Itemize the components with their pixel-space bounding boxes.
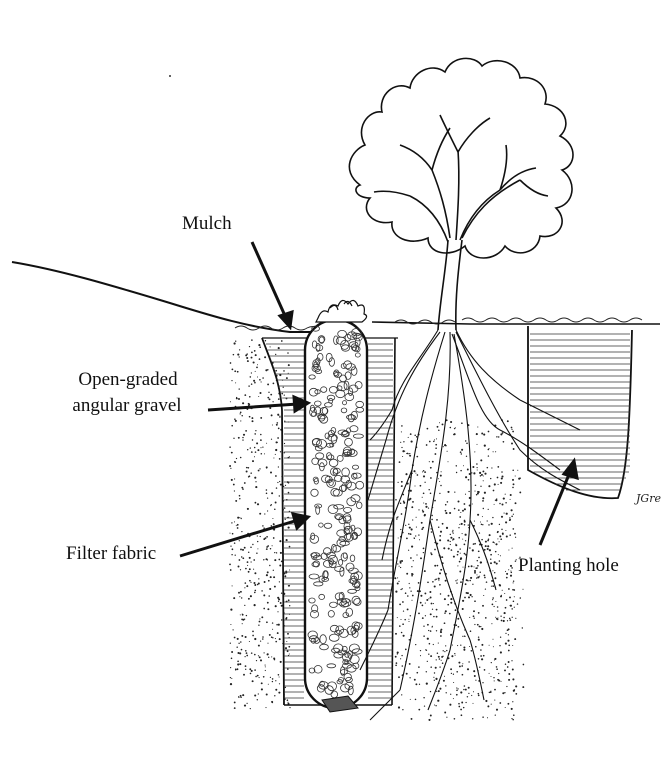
gravel-tube-cap — [316, 300, 367, 322]
label-planting-hole: Planting hole — [518, 556, 619, 575]
artist-signature: JGre — [636, 492, 661, 505]
label-gravel-line1: Open-graded — [48, 370, 208, 389]
label-mulch: Mulch — [182, 214, 232, 233]
label-filter-fabric: Filter fabric — [66, 544, 156, 563]
label-gravel-line2: angular gravel — [42, 396, 212, 415]
tree — [349, 58, 573, 330]
tree-canopy — [349, 58, 573, 258]
stray-dot — [169, 75, 171, 77]
